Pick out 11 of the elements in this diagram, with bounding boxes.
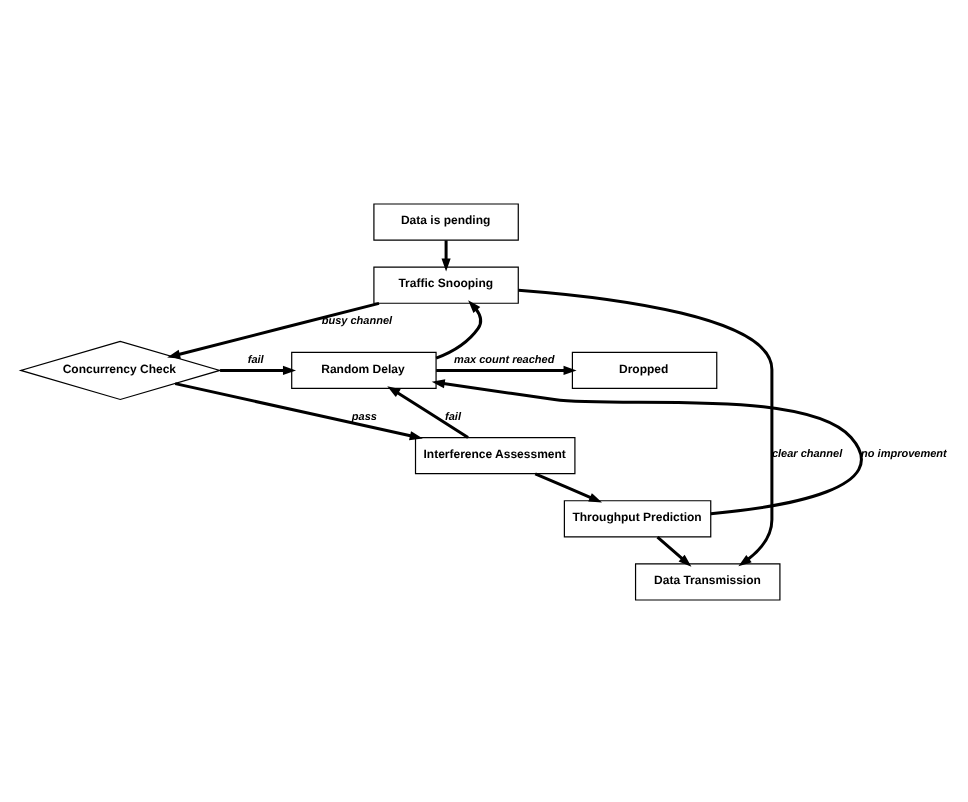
arrow bbox=[534, 471, 603, 502]
arrow bbox=[174, 381, 423, 440]
arrow bbox=[431, 378, 863, 515]
arrow bbox=[387, 385, 469, 438]
arrow bbox=[167, 300, 380, 358]
arrow bbox=[518, 287, 774, 566]
arrow bbox=[656, 535, 692, 566]
arrow bbox=[220, 364, 297, 374]
arrow bbox=[436, 364, 577, 374]
arrow bbox=[435, 299, 483, 359]
arrow bbox=[441, 239, 451, 271]
